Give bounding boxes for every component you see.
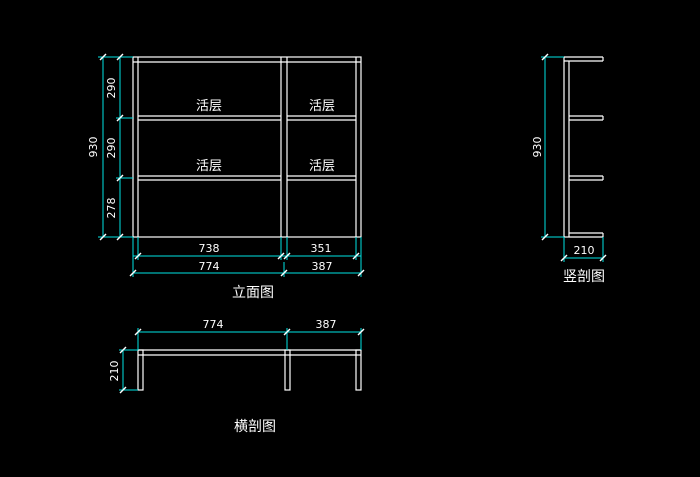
elevation-title: 立面图 — [232, 285, 274, 301]
dim-total-height: 930 — [87, 137, 100, 158]
horizontal-section-title: 横剖图 — [234, 419, 276, 435]
elevation-view: 活层 活层 活层 活层 930 290 290 278 — [87, 53, 365, 301]
plan-divider — [284, 349, 291, 391]
horizontal-section-dimensions: 774 387 210 — [108, 318, 365, 394]
dim-inner-width-right: 351 — [311, 242, 332, 255]
dim-section-depth: 210 — [574, 244, 595, 257]
dim-outer-width-right: 387 — [312, 260, 333, 273]
elevation-horizontal-dimensions: 738 351 774 387 — [129, 237, 365, 277]
vertical-section-title: 竖剖图 — [563, 269, 605, 285]
dim-lower-height: 278 — [105, 198, 118, 219]
plan-right-side — [355, 349, 362, 391]
shelf-label: 活层 — [196, 159, 222, 174]
dim-middle-height: 290 — [105, 138, 118, 159]
dim-upper-height: 290 — [105, 78, 118, 99]
dim-plan-width-right: 387 — [316, 318, 337, 331]
dim-plan-width-left: 774 — [203, 318, 224, 331]
shelf-label: 活层 — [309, 159, 335, 174]
shelf-label: 活层 — [309, 99, 335, 114]
dim-inner-width-left: 738 — [199, 242, 220, 255]
plan-left-side — [137, 349, 144, 391]
vertical-section-dimensions: 930 210 — [531, 53, 607, 262]
dim-plan-depth: 210 — [108, 361, 121, 382]
horizontal-section-view: 774 387 210 横剖图 — [108, 318, 365, 435]
vertical-section-view: 930 210 竖剖图 — [531, 53, 607, 285]
shelf-label: 活层 — [196, 99, 222, 114]
cabinet-outer-frame — [132, 56, 362, 238]
elevation-vertical-dimensions: 930 290 290 278 — [87, 53, 133, 241]
dim-outer-width-left: 774 — [199, 260, 220, 273]
dim-section-height: 930 — [531, 137, 544, 158]
